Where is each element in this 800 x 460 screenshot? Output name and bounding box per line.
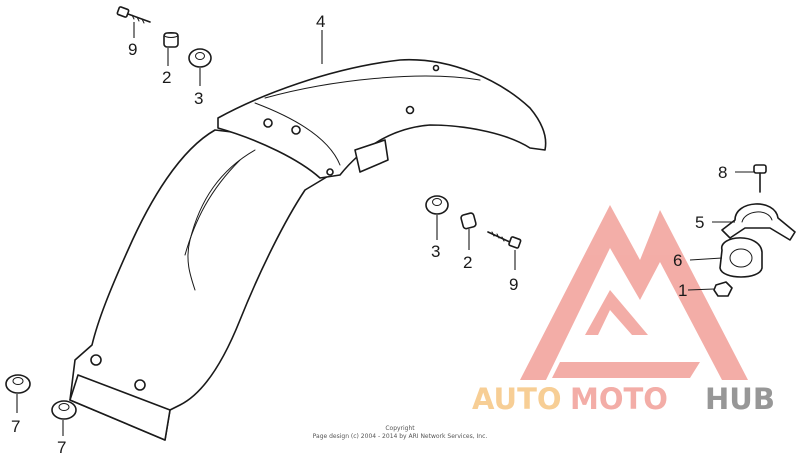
- grommet-3-upper: [188, 48, 212, 68]
- collar-2-upper: [163, 32, 179, 48]
- watermark-lower-bar: [552, 362, 700, 378]
- fender-inner-curve-2: [184, 159, 241, 256]
- collar-2-middle: [460, 212, 477, 230]
- watermark-triangle: [520, 205, 748, 380]
- watermark-logo: AUTO MOTO HUB: [472, 205, 775, 416]
- copyright-title: Copyright: [385, 425, 415, 432]
- nut-1: [713, 281, 733, 297]
- fender-hole-6: [326, 168, 334, 176]
- callout-6: 6: [673, 251, 682, 270]
- fender-flap: [69, 374, 171, 441]
- callout-5: 5: [695, 213, 704, 232]
- callout-3-middle: 3: [431, 242, 440, 261]
- callout-2-upper: 2: [162, 68, 171, 87]
- grommet-7-left: [5, 374, 31, 394]
- fender-hole-2: [291, 125, 301, 135]
- callout-8: 8: [718, 163, 727, 182]
- callout-9-middle: 9: [509, 275, 518, 294]
- callout-3-upper: 3: [194, 89, 203, 108]
- rear-fender: [69, 58, 547, 441]
- grommet-7-right: [51, 400, 77, 420]
- copyright-notice: Page design (c) 2004 - 2014 by ARI Netwo…: [313, 433, 488, 440]
- watermark-moto: MOTO: [570, 382, 668, 416]
- callout-9-upper: 9: [128, 40, 137, 59]
- callout-7-right: 7: [57, 438, 66, 457]
- fender-hole-1: [263, 118, 273, 128]
- callout-1: 1: [678, 281, 687, 300]
- watermark-inner-arrow: [585, 290, 648, 335]
- fender-hole-4: [432, 64, 440, 72]
- grommet-3-middle: [425, 195, 449, 215]
- clamp-5: [721, 203, 796, 241]
- fender-seam-2: [264, 75, 481, 99]
- callout-7-left: 7: [11, 417, 20, 436]
- leader-lines: [16, 22, 754, 436]
- fender-hole-3: [405, 105, 415, 115]
- watermark-hub: HUB: [705, 382, 775, 416]
- fender-seam: [254, 102, 341, 166]
- callout-4: 4: [316, 12, 325, 31]
- fender-bracket: [354, 139, 389, 173]
- flap-stud-left: [90, 354, 102, 366]
- bolt-9-middle: [487, 231, 522, 249]
- rubber-6: [719, 237, 763, 278]
- bolt-9-upper: [116, 6, 151, 24]
- watermark-auto: AUTO: [472, 382, 562, 416]
- callout-2-middle: 2: [463, 253, 472, 272]
- bolt-8: [753, 164, 767, 193]
- flap-stud-right: [134, 379, 146, 391]
